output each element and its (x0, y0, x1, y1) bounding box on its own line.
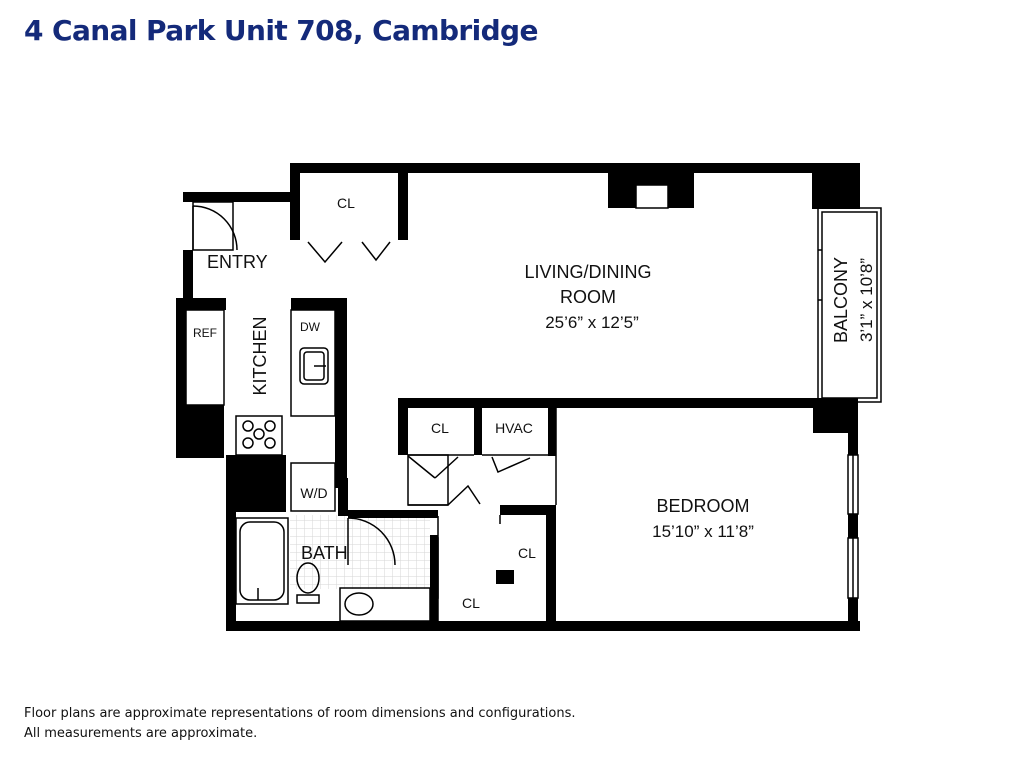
closet-door (407, 455, 459, 479)
living-window (635, 184, 669, 209)
bath-fixtures (239, 521, 439, 616)
bath-tile-floor (290, 515, 430, 589)
closet-label-bottom: CL (462, 595, 480, 611)
hvac-door (491, 456, 531, 473)
toilet-bowl (296, 562, 320, 594)
disclaimer-line-2: All measurements are approximate. (24, 726, 258, 741)
living-room-label: LIVING/DINING (524, 262, 651, 282)
dw-label: DW (300, 320, 321, 334)
stove (242, 420, 276, 449)
living-room-size: 25’6” x 12’5” (545, 313, 639, 332)
bedroom-label: BEDROOM (656, 496, 749, 516)
balcony (817, 207, 882, 403)
bath-label: BATH (301, 543, 348, 563)
bedroom-closet-door (447, 484, 481, 506)
closet-label-hall: CL (431, 420, 449, 436)
disclaimer: Floor plans are approximate representati… (24, 704, 576, 744)
bath-door (347, 517, 396, 566)
wd-label: W/D (300, 485, 327, 501)
disclaimer-line-1: Floor plans are approximate representati… (24, 706, 576, 721)
room-labels: LIVING/DINING ROOM 25’6” x 12’5” BEDROOM… (193, 195, 876, 611)
entry-door (192, 205, 238, 251)
walls (176, 163, 860, 631)
toilet-tank (296, 594, 320, 604)
balcony-label: BALCONY (831, 257, 851, 343)
bathtub (239, 521, 285, 601)
closet-label-top: CL (337, 195, 355, 211)
balcony-size: 3’1” x 10’8” (857, 258, 876, 342)
doors (192, 205, 531, 566)
bedroom-size: 15’10” x 11’8” (652, 522, 754, 541)
bedroom-windows (847, 454, 859, 599)
kitchen-fixtures (242, 347, 329, 449)
closet-label-bedroom: CL (518, 545, 536, 561)
bath-sink (344, 592, 374, 616)
ref-label: REF (193, 326, 217, 340)
living-room-label-2: ROOM (560, 287, 616, 307)
kitchen-label: KITCHEN (250, 316, 270, 395)
entry-label: ENTRY (207, 252, 268, 272)
closet-double-door (307, 241, 391, 264)
kitchen-sink (299, 347, 329, 385)
listing-title: 4 Canal Park Unit 708, Cambridge (24, 14, 538, 47)
hvac-label: HVAC (495, 420, 533, 436)
